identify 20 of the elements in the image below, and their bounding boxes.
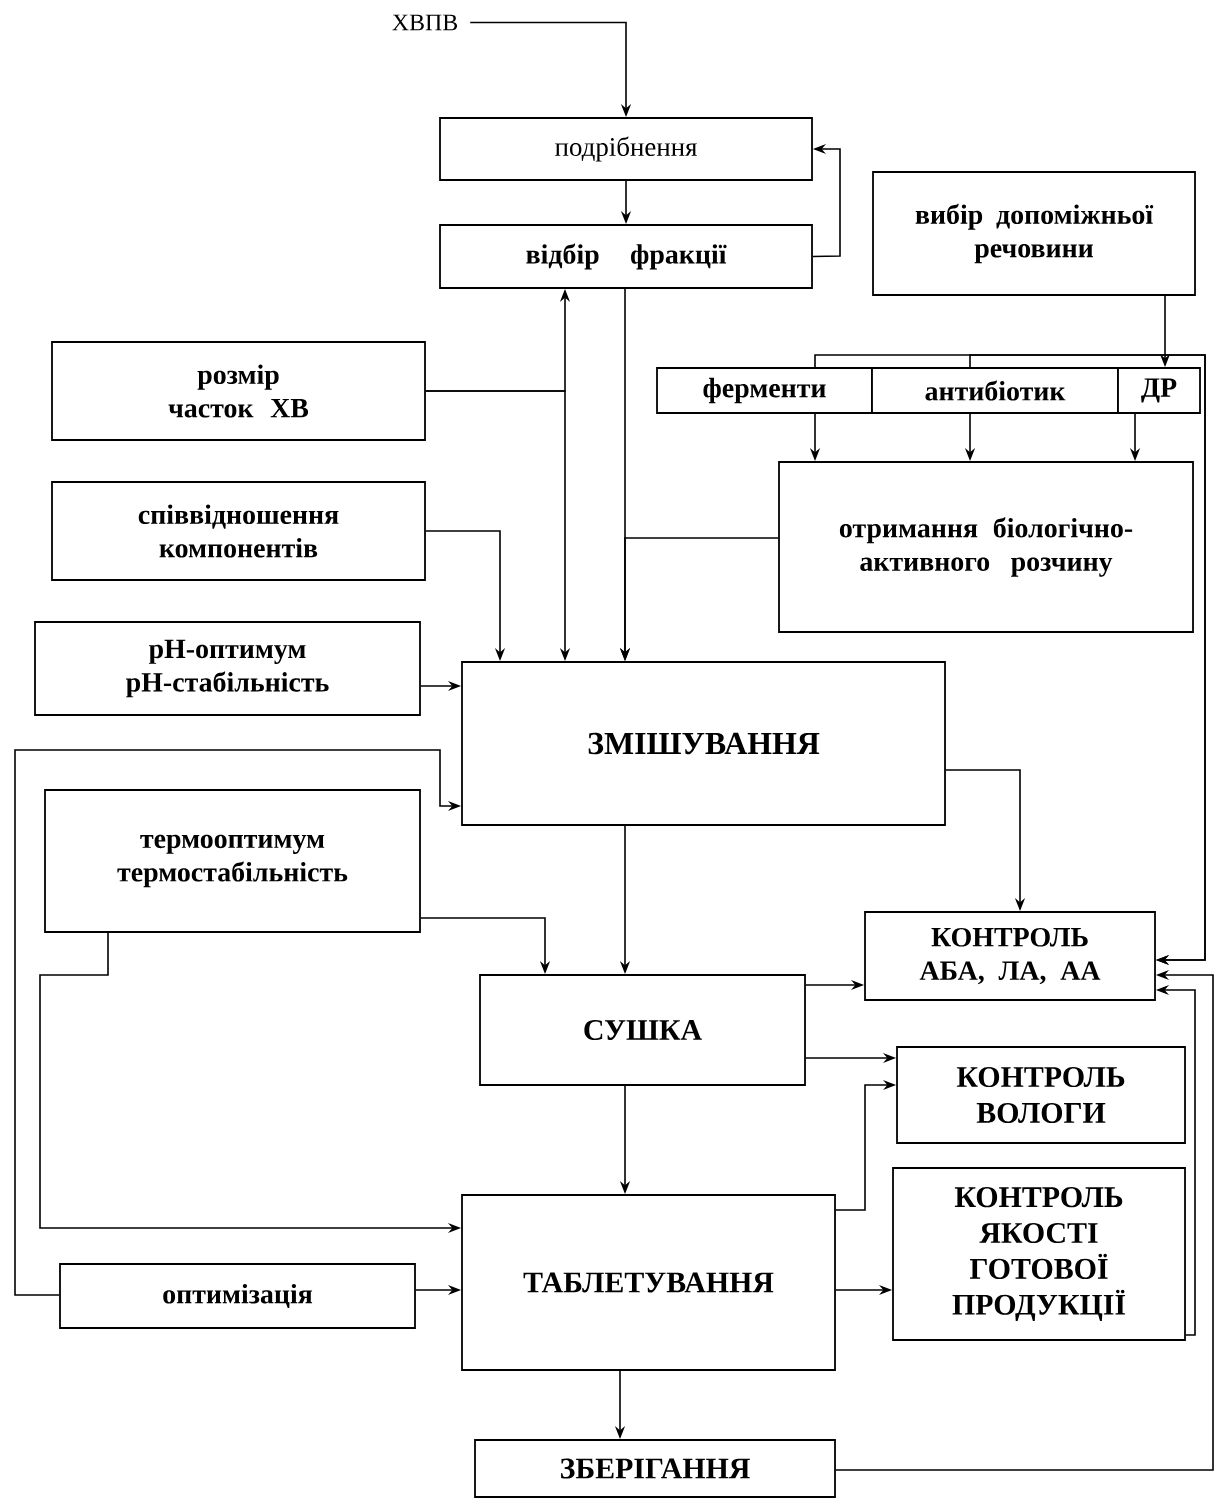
component-box: ферменти [656,367,873,414]
parameter-box: розмір часток ХВ [51,341,426,441]
process-box: СУШКА [479,974,806,1086]
parameter-box: pH-оптимум pH-стабільність [34,621,421,716]
arrow [969,354,1206,966]
component-box: ДР [1117,367,1201,414]
parameter-box: термооптимум термостабільність [44,789,421,933]
parameter-box: співвідношення компонентів [51,481,426,581]
input-label: ХВПВ [380,5,470,40]
process-box: ЗБЕРІГАННЯ [474,1439,836,1498]
parameter-box: вибір допоміжньої речовини [872,171,1196,296]
parameter-box: оптимізація [59,1263,416,1329]
process-box: ЗМІШУВАННЯ [461,661,946,826]
control-box: КОНТРОЛЬ АБА, ЛА, АА [864,911,1156,1001]
process-box: ТАБЛЕТУВАННЯ [461,1194,836,1371]
process-box: відбір фракції [439,224,813,289]
control-box: КОНТРОЛЬ ВОЛОГИ [896,1046,1186,1144]
control-box: КОНТРОЛЬ ЯКОСТІ ГОТОВОЇ ПРОДУКЦІЇ [892,1167,1186,1341]
process-box: подрібнення [439,117,813,181]
process-box: отримання біологічно-активного розчину [778,461,1194,633]
